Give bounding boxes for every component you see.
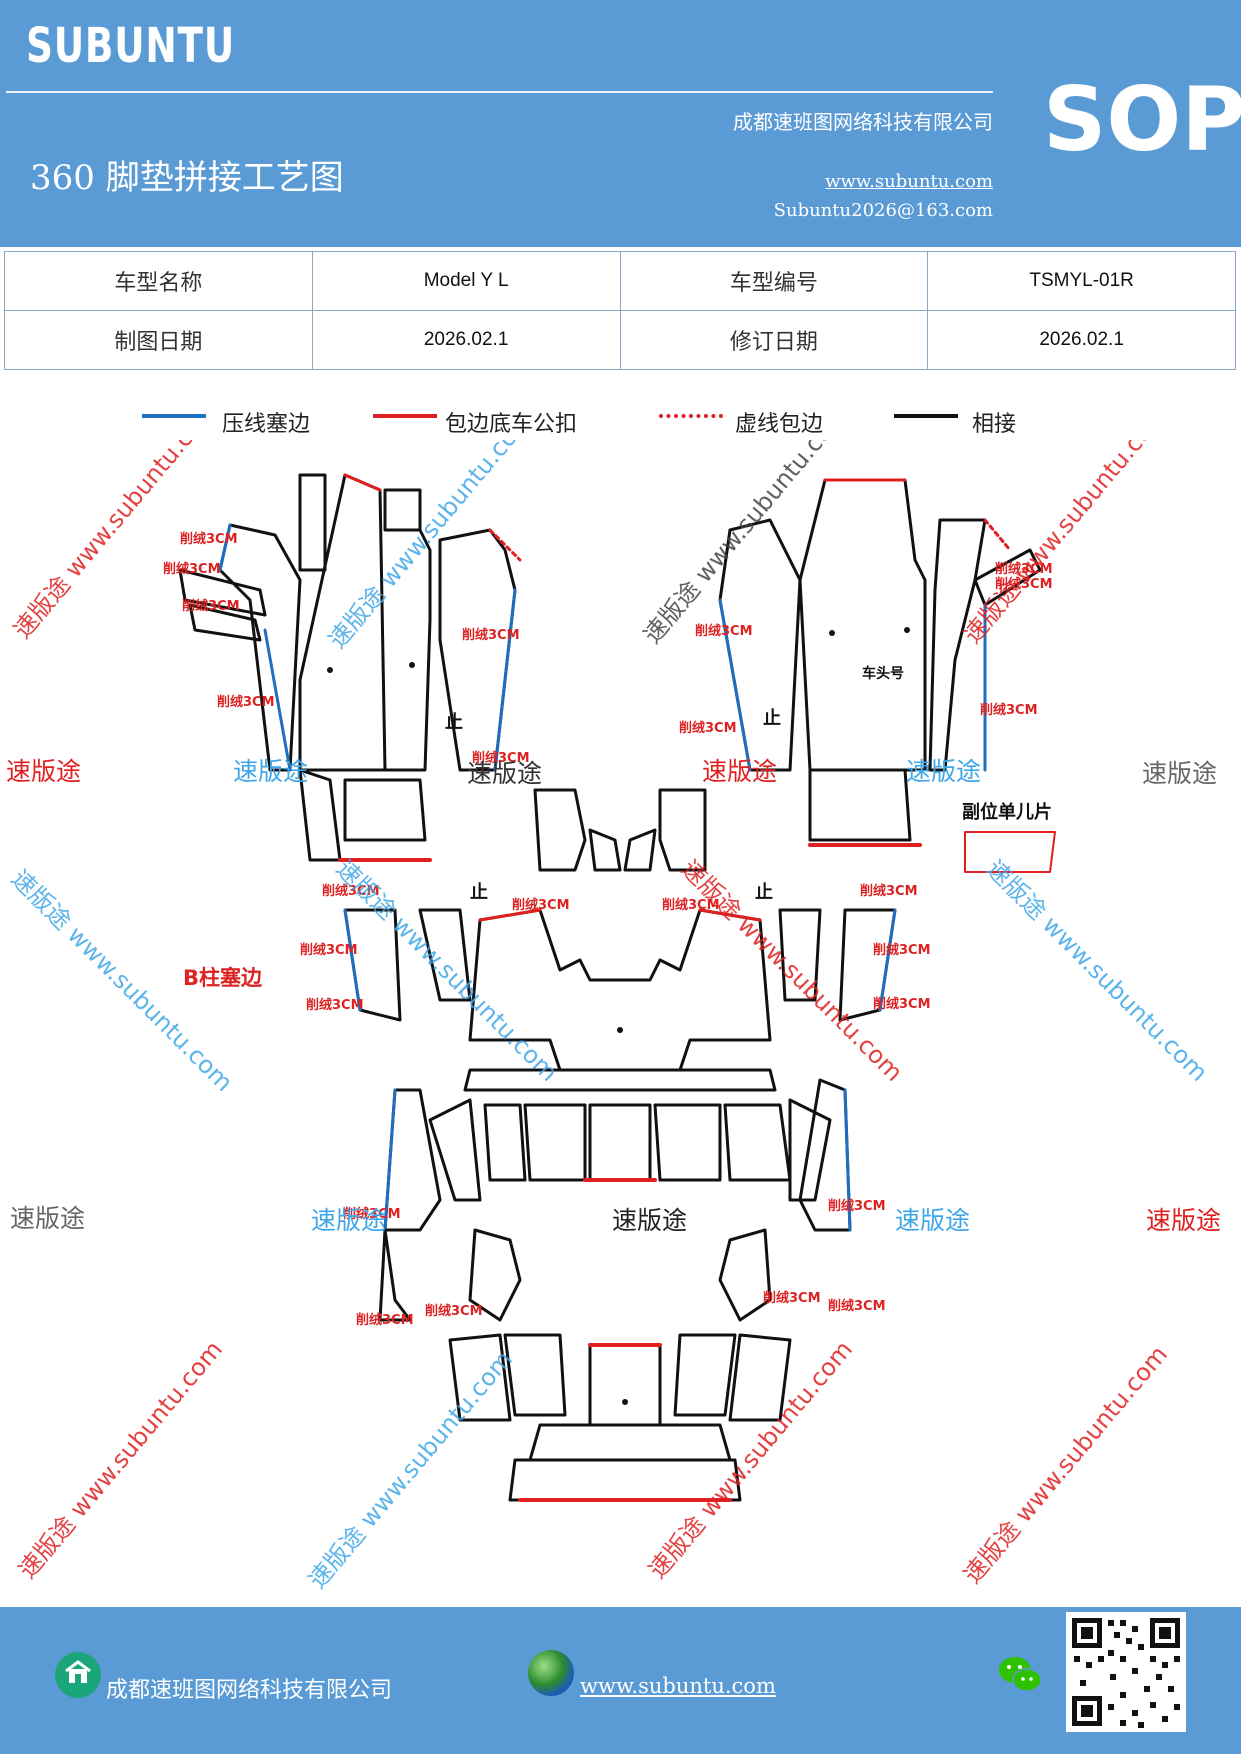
header-banner: SUBUNTU 成都速班图网络科技有限公司 360 脚垫拼接工艺图 www.su… <box>0 0 1241 247</box>
trim-label: 削绒3CM <box>180 531 238 547</box>
trim-label: 削绒3CM <box>828 1198 886 1214</box>
watermark-text: 速版途 <box>467 759 542 788</box>
trim-label: 削绒3CM <box>695 623 753 639</box>
legend-swatch-red-dotted <box>659 414 723 418</box>
legend-label: 相接 <box>972 412 1017 437</box>
watermark-layer: 速版途 速版途 速版途 速版途 速版途 速版途 速版途 速版途 速版途 速版途 … <box>6 757 1221 1235</box>
trim-label: 削绒3CM <box>356 1312 414 1328</box>
stop-label: 止 <box>763 707 781 729</box>
watermark-diagonal: 速版途 www.subuntu.com <box>638 440 853 649</box>
brand-logo: SUBUNTU <box>26 18 236 74</box>
watermark-text: 速版途 <box>233 757 308 786</box>
home-icon <box>55 1652 101 1698</box>
trim-label: 削绒3CM <box>472 750 530 766</box>
trim-label: 削绒3CM <box>679 720 737 736</box>
trim-label: 削绒3CM <box>873 942 931 958</box>
center-tunnel-mat <box>343 788 897 1092</box>
stop-label: 止 <box>755 881 773 903</box>
revision-date-value: 2026.02.1 <box>927 310 1236 370</box>
watermark-text: 速版途 <box>1146 1206 1221 1235</box>
trim-label: 削绒3CM <box>343 1206 401 1222</box>
legend-label: 包边底车公扣 <box>445 412 578 437</box>
watermark-diagonal: 速版途 www.subuntu.com <box>958 440 1173 649</box>
stop-label: 止 <box>470 881 488 903</box>
legend-swatch-black <box>894 414 958 418</box>
trim-label: 削绒3CM <box>163 561 221 577</box>
watermark-diagonal: 速版途 www.subuntu.com <box>331 854 564 1087</box>
company-name: 成都速班图网络科技有限公司 <box>733 110 993 134</box>
legend-swatch-red <box>373 414 437 418</box>
trim-label: 削绒3CM <box>995 561 1053 577</box>
trim-label: 削绒3CM <box>873 996 931 1012</box>
trim-label: 削绒3CM <box>860 883 918 899</box>
document-title: 360 脚垫拼接工艺图 <box>30 158 344 198</box>
header-divider <box>6 91 993 93</box>
trim-label: 削绒3CM <box>322 883 380 899</box>
trim-label: 削绒3CM <box>300 942 358 958</box>
watermark-text: 速版途 <box>895 1206 970 1235</box>
trim-label: 削绒3CM <box>995 576 1053 592</box>
trim-label: 削绒3CM <box>662 897 720 913</box>
front-left-mat <box>178 473 522 862</box>
draw-date-label: 制图日期 <box>4 310 313 370</box>
trim-label: 削绒3CM <box>425 1303 483 1319</box>
watermark-text: 速版途 <box>906 757 981 786</box>
trim-label: 削绒3CM <box>763 1290 821 1306</box>
sop-badge: SOP <box>1043 68 1241 171</box>
b-pillar-label: B柱塞边 <box>183 966 263 990</box>
watermark-diagonal: 速版途 www.subuntu.com <box>303 1345 518 1593</box>
table-row: 制图日期 2026.02.1 修订日期 2026.02.1 <box>4 310 1236 370</box>
model-code-value: TSMYL-01R <box>927 251 1236 311</box>
rear-row-mat <box>378 1078 852 1322</box>
watermark-text: 速版途 <box>702 757 777 786</box>
watermark-text: 速版途 <box>10 1204 85 1233</box>
wechat-icon[interactable] <box>996 1652 1044 1698</box>
revision-date-label: 修订日期 <box>619 310 929 370</box>
passenger-piece-label: 副位单儿片 <box>962 801 1052 823</box>
footer-company-name: 成都速班图网络科技有限公司 <box>106 1678 393 1703</box>
vehicle-info-table: 车型名称 Model Y L 车型编号 TSMYL-01R 制图日期 2026.… <box>4 251 1236 370</box>
model-name-value: Model Y L <box>311 251 621 311</box>
front-right-mat <box>718 478 1056 873</box>
draw-date-value: 2026.02.1 <box>311 310 621 370</box>
trim-label: 削绒3CM <box>182 598 240 614</box>
email-address[interactable]: Subuntu2026@163.com <box>773 200 993 221</box>
trim-label: 削绒3CM <box>306 997 364 1013</box>
trim-label: 削绒3CM <box>980 702 1038 718</box>
car-logo-label: 车头号 <box>862 665 904 682</box>
model-code-label: 车型编号 <box>619 251 929 311</box>
website-link[interactable]: www.subuntu.com <box>825 171 993 192</box>
globe-icon <box>528 1650 574 1696</box>
watermark-text: 速版途 <box>612 1206 687 1235</box>
legend-swatch-blue <box>142 414 206 418</box>
table-row: 车型名称 Model Y L 车型编号 TSMYL-01R <box>4 251 1236 311</box>
watermark-text: 速版途 <box>6 757 81 786</box>
trim-label: 削绒3CM <box>828 1298 886 1314</box>
watermark-text: 速版途 <box>311 1206 386 1235</box>
trim-label: 削绒3CM <box>217 694 275 710</box>
model-name-label: 车型名称 <box>4 251 313 311</box>
legend-label: 压线塞边 <box>222 412 311 437</box>
legend-label: 虚线包边 <box>735 412 824 437</box>
trunk-mat <box>448 1333 792 1502</box>
watermark-text: 速版途 <box>1142 759 1217 788</box>
qr-code <box>1066 1612 1186 1732</box>
watermark-diagonal: 速版途 www.subuntu.com <box>958 1340 1173 1588</box>
floor-mat-diagram: 削绒3CM 削绒3CM 削绒3CM 削绒3CM 削绒3CM 削绒3CM 削绒3C… <box>6 440 1221 1594</box>
stop-label: 止 <box>445 711 463 733</box>
footer-website-link[interactable]: www.subuntu.com <box>580 1674 776 1698</box>
watermark-diagonal: 速版途 www.subuntu.com <box>13 1335 228 1583</box>
watermark-diagonal: 速版途 www.subuntu.com <box>981 854 1214 1087</box>
trim-label: 削绒3CM <box>512 897 570 913</box>
trim-label: 削绒3CM <box>462 627 520 643</box>
